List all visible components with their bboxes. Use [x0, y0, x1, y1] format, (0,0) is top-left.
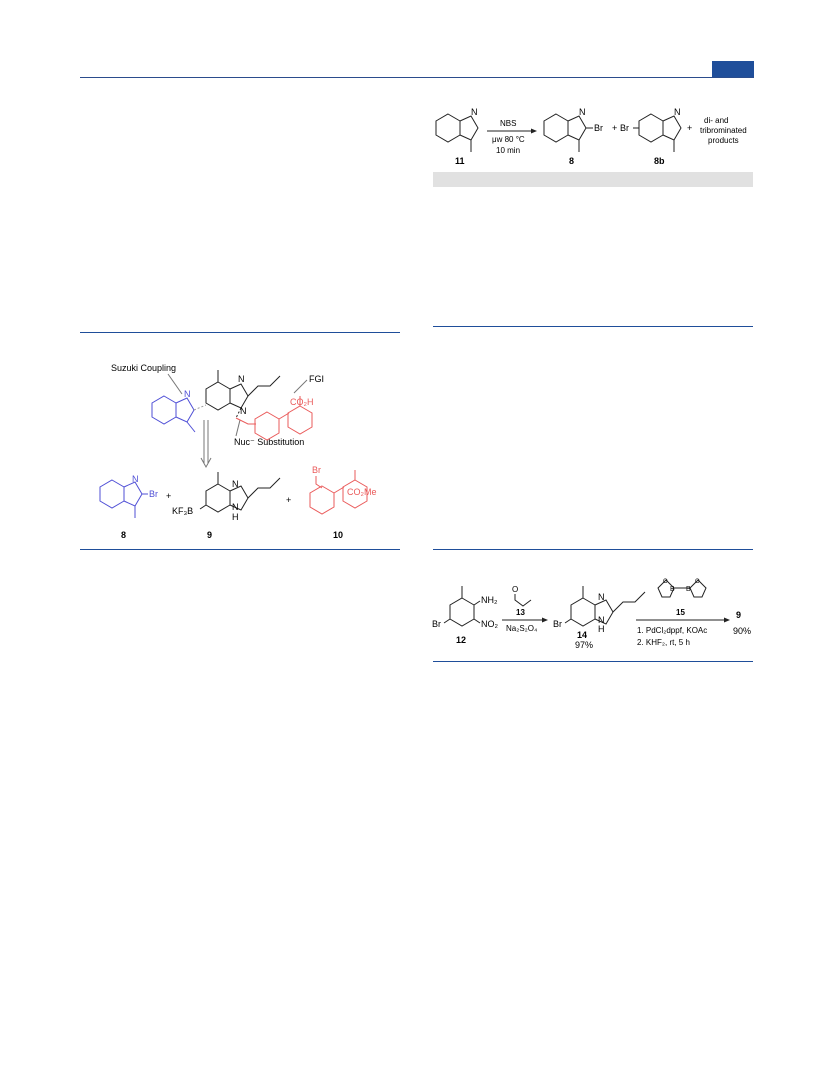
- structure-14: N N H Br: [553, 586, 646, 634]
- structure-15: B B O O: [657, 579, 707, 598]
- compound-label-10: 10: [333, 530, 343, 540]
- fragment-10: Br CO₂Me: [309, 465, 377, 515]
- annotation-nuc: Nuc⁻ Substitution: [234, 437, 304, 447]
- fragment-red-biphenyl: CO₂H: [235, 396, 314, 441]
- n-atom: N: [471, 107, 478, 117]
- compound-label-14: 14: [577, 630, 587, 640]
- figure-retro-top-rule: [80, 332, 400, 333]
- ester-group: CO₂Me: [347, 487, 377, 497]
- structure-13: O: [512, 585, 532, 607]
- n-atom: N: [598, 615, 605, 625]
- n-atom: N: [132, 474, 139, 484]
- scheme-bottom-top-rule: [433, 549, 753, 550]
- n-atom: N: [579, 107, 586, 117]
- table-header-band: [433, 172, 753, 187]
- yield-9: 90%: [733, 626, 751, 636]
- nitro-group: NO₂: [481, 619, 499, 629]
- compound-label-12: 12: [456, 635, 466, 645]
- product-label-9: 9: [736, 610, 741, 620]
- arrow-head: [542, 617, 548, 623]
- structure-11: N: [435, 107, 479, 152]
- retrosynthetic-arrow: [200, 420, 212, 469]
- arrow-head: [724, 617, 730, 623]
- reagent-nbs: NBS: [500, 119, 516, 128]
- bromine-label: Br: [553, 619, 562, 629]
- n-atom: N: [232, 479, 239, 489]
- scheme-top-bottom-rule: [433, 326, 753, 327]
- annotation-pointer: [293, 379, 308, 394]
- fragment-8: N Br: [99, 474, 158, 518]
- compound-label-13: 13: [516, 608, 525, 617]
- annotation-pointer: [235, 419, 241, 437]
- plus-sign: +: [286, 495, 291, 505]
- arrow-head: [531, 128, 537, 134]
- n-atom: N: [238, 374, 245, 384]
- structure-12: NH₂ NO₂ Br: [432, 586, 499, 629]
- structure-8: N Br: [543, 107, 603, 152]
- yield-14: 97%: [575, 640, 593, 650]
- side-products-line-3: products: [708, 136, 739, 145]
- trifluoroborate-label: KF₃B: [172, 506, 193, 516]
- bromine-label: Br: [312, 465, 321, 475]
- header-tab: [712, 61, 754, 77]
- n-atom: N: [598, 592, 605, 602]
- bromine-label: Br: [594, 123, 603, 133]
- compound-label-8: 8: [569, 156, 574, 166]
- side-products-line-2: tribrominated: [700, 126, 747, 135]
- condition-time: 10 min: [496, 146, 520, 155]
- amine-group: NH₂: [481, 595, 498, 605]
- plus-sign: +: [687, 123, 692, 133]
- figure-retro-bottom-rule: [80, 549, 400, 550]
- oxygen-atom: O: [512, 585, 518, 594]
- scheme-bottom-bottom-rule: [433, 661, 753, 662]
- n-atom: N: [674, 107, 681, 117]
- plus-sign: +: [612, 123, 617, 133]
- annotation-fgi: FGI: [309, 374, 324, 384]
- compound-label-8: 8: [121, 530, 126, 540]
- step-1-conditions: 1. PdCl₂dppf, KOAc: [637, 626, 707, 635]
- compound-label-15: 15: [676, 608, 685, 617]
- reagent-dithionite: Na₂S₂O₄: [506, 624, 537, 633]
- condition-microwave: μw 80 °C: [492, 135, 525, 144]
- fragment-9: N N H KF₃B: [172, 472, 281, 522]
- boron-atom: B: [686, 586, 691, 593]
- plus-sign: +: [166, 491, 171, 501]
- annotation-pointer: [167, 373, 183, 395]
- bromine-label: Br: [620, 123, 629, 133]
- fragment-core: N N: [205, 370, 281, 419]
- oxygen-atom: O: [663, 579, 668, 585]
- nh-hydrogen: H: [598, 624, 605, 634]
- bromine-label: Br: [149, 489, 158, 499]
- n-atom: N: [184, 389, 191, 399]
- bromine-label: Br: [432, 619, 441, 629]
- step-2-conditions: 2. KHF₂, rt, 5 h: [637, 638, 690, 647]
- side-products-line-1: di- and: [704, 116, 728, 125]
- n-atom: N: [240, 406, 247, 416]
- oxygen-atom: O: [695, 579, 700, 585]
- annotation-suzuki: Suzuki Coupling: [111, 363, 176, 373]
- header-rule: [80, 77, 754, 78]
- compound-label-11: 11: [455, 156, 465, 166]
- boron-atom: B: [670, 586, 675, 593]
- compound-label-9: 9: [207, 530, 212, 540]
- structure-8b: Br N: [620, 107, 682, 152]
- n-atom: N: [232, 502, 239, 512]
- compound-label-8b: 8b: [654, 156, 665, 166]
- nh-hydrogen: H: [232, 512, 239, 522]
- acid-group: CO₂H: [290, 397, 314, 407]
